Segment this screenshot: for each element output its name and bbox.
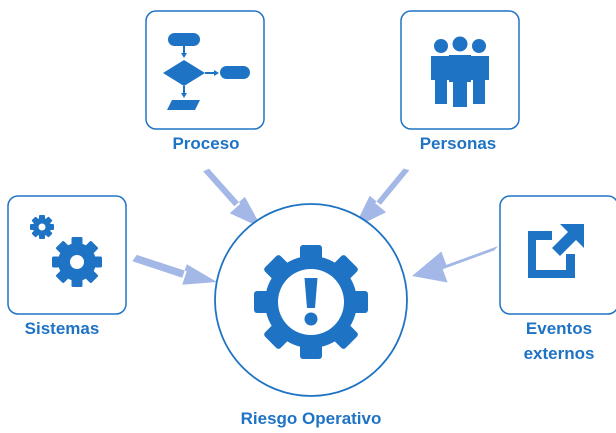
personas-label: Personas xyxy=(420,134,497,153)
node-eventos-externos: Eventos externos xyxy=(499,195,616,363)
center-label: Riesgo Operativo xyxy=(241,409,382,428)
eventos-label-line2: externos xyxy=(524,344,595,363)
gear-exclamation-icon xyxy=(254,245,368,359)
eventos-box xyxy=(499,195,616,315)
arrow-personas xyxy=(354,168,410,228)
flowchart-icon xyxy=(163,33,250,110)
people-group-icon xyxy=(431,36,489,107)
arrow-eventos xyxy=(412,246,498,283)
arrow-proceso xyxy=(203,168,262,228)
node-sistemas: Sistemas xyxy=(7,195,127,338)
node-riesgo-operativo: Riesgo Operativo xyxy=(214,203,408,428)
sistemas-label: Sistemas xyxy=(25,319,100,338)
gears-icon xyxy=(30,215,102,287)
arrows xyxy=(132,168,498,285)
node-personas: Personas xyxy=(400,10,520,153)
node-proceso: Proceso xyxy=(145,10,265,153)
arrow-sistemas xyxy=(132,254,217,285)
external-link-icon xyxy=(528,224,584,278)
proceso-label: Proceso xyxy=(172,134,239,153)
eventos-label-line1: Eventos xyxy=(526,319,592,338)
